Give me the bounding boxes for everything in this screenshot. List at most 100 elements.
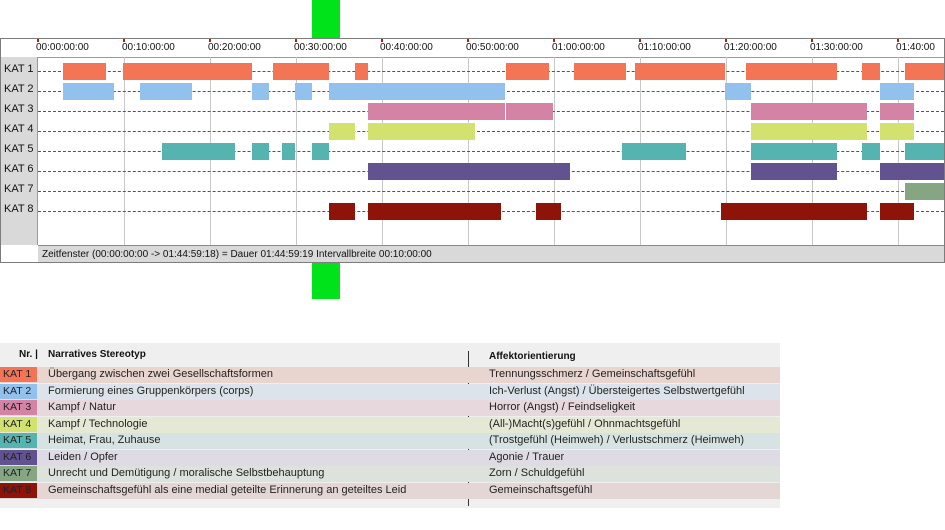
segment-kat-2[interactable] <box>724 83 751 100</box>
segment-kat-2[interactable] <box>879 83 914 100</box>
playhead-marker-bottom[interactable] <box>312 263 340 299</box>
kat-badge: KAT 3 <box>0 400 37 415</box>
row-labels: KAT 1 KAT 2 KAT 3 KAT 4 KAT 5 KAT 6 KAT 7 KAT 8 <box>1 57 38 245</box>
segment-kat-6[interactable] <box>367 163 570 180</box>
segment-kat-4[interactable] <box>750 123 867 140</box>
tick-mark <box>467 39 469 42</box>
segment-kat-7[interactable] <box>905 183 944 200</box>
legend-header-stereotype: Narratives Stereotyp <box>48 349 146 360</box>
segment-kat-3[interactable] <box>505 103 553 120</box>
segment-kat-8[interactable] <box>329 203 355 220</box>
tick-mark <box>553 39 555 42</box>
segment-kat-3[interactable] <box>750 103 867 120</box>
row-label-kat-3: KAT 3 <box>4 103 34 115</box>
legend-header-nr: Nr. | <box>19 349 38 360</box>
stereotype-text: Gemeinschaftsgefühl als eine medial gete… <box>48 483 407 496</box>
segment-kat-5[interactable] <box>161 143 235 160</box>
segment-kat-8[interactable] <box>367 203 502 220</box>
playhead-marker-top[interactable] <box>312 0 340 38</box>
segment-kat-1[interactable] <box>355 63 368 80</box>
row-label-kat-8: KAT 8 <box>4 203 34 215</box>
tick-mark <box>209 39 211 42</box>
segment-kat-2[interactable] <box>329 83 506 100</box>
legend-row: KAT 8 Gemeinschaftsgefühl als eine medial… <box>0 482 780 499</box>
segment-kat-5[interactable] <box>281 143 295 160</box>
tick-label: 01:00:00:00 <box>552 42 605 53</box>
segment-kat-5[interactable] <box>862 143 880 160</box>
legend-row: KAT 7 Unrecht und Demütigung / moralische… <box>0 466 780 482</box>
tick-label: 01:40:00 <box>896 42 935 53</box>
track-area[interactable] <box>38 57 944 245</box>
affect-text: Horror (Angst) / Feindseligkeit <box>489 401 636 413</box>
tick-mark <box>381 39 383 42</box>
segment-kat-6[interactable] <box>750 163 837 180</box>
row-label-kat-5: KAT 5 <box>4 143 34 155</box>
kat-badge: KAT 6 <box>0 449 37 465</box>
affect-text: (All-)Macht(s)gefühl / Ohnmachtsgefühl <box>489 417 681 430</box>
affect-text: Agonie / Trauer <box>489 450 565 463</box>
row-label-kat-7: KAT 7 <box>4 183 34 195</box>
row-label-kat-4: KAT 4 <box>4 123 34 135</box>
segment-kat-1[interactable] <box>634 63 725 80</box>
segment-kat-5[interactable] <box>312 143 330 160</box>
segment-kat-1[interactable] <box>505 63 549 80</box>
segment-kat-4[interactable] <box>367 123 476 140</box>
segment-kat-1[interactable] <box>122 63 252 80</box>
tick-mark <box>725 39 727 42</box>
segment-kat-2[interactable] <box>140 83 192 100</box>
tick-mark <box>37 39 39 42</box>
segment-kat-6[interactable] <box>879 163 944 180</box>
tick-mark <box>811 39 813 42</box>
segment-kat-2[interactable] <box>294 83 312 100</box>
segment-kat-4[interactable] <box>329 123 355 140</box>
tick-mark <box>639 39 641 42</box>
segment-kat-4[interactable] <box>879 123 914 140</box>
affect-text: Trennungsschmerz / Gemeinschaftsgefühl <box>489 368 696 380</box>
stereotype-text: Übergang zwischen zwei Gesellschaftsform… <box>48 368 273 380</box>
tick-label: 00:50:00:00 <box>466 42 519 53</box>
segment-kat-8[interactable] <box>879 203 914 220</box>
segment-kat-1[interactable] <box>62 63 106 80</box>
kat-badge: KAT 4 <box>0 416 37 432</box>
segment-kat-8[interactable] <box>720 203 867 220</box>
stereotype-text: Kampf / Natur <box>48 401 116 413</box>
segment-kat-5[interactable] <box>750 143 837 160</box>
tick-mark <box>897 39 899 42</box>
segment-kat-3[interactable] <box>367 103 506 120</box>
row-label-kat-1: KAT 1 <box>4 63 34 75</box>
tick-label: 00:10:00:00 <box>122 42 175 53</box>
row-label-kat-6: KAT 6 <box>4 163 34 175</box>
tick-label: 00:20:00:00 <box>208 42 261 53</box>
row-label-kat-2: KAT 2 <box>4 83 34 95</box>
kat-badge: KAT 1 <box>0 367 37 382</box>
segment-kat-1[interactable] <box>273 63 330 80</box>
segment-kat-5[interactable] <box>905 143 944 160</box>
segment-kat-3[interactable] <box>879 103 914 120</box>
stereotype-text: Formierung eines Gruppenkörpers (corps) <box>48 384 254 397</box>
legend-header-affect: Affektorientierung <box>489 351 576 362</box>
segment-kat-2[interactable] <box>251 83 269 100</box>
segment-kat-1[interactable] <box>862 63 880 80</box>
segment-kat-1[interactable] <box>746 63 837 80</box>
segment-kat-5[interactable] <box>621 143 687 160</box>
tick-label: 01:20:00:00 <box>724 42 777 53</box>
tick-mark <box>123 39 125 42</box>
stereotype-text: Unrecht und Demütigung / moralische Selb… <box>48 467 325 479</box>
tick-label: 00:30:00:00 <box>294 42 347 53</box>
segment-kat-1[interactable] <box>574 63 626 80</box>
legend-row: KAT 1 Übergang zwischen zwei Gesellschaft… <box>0 367 780 383</box>
kat-badge: KAT 7 <box>0 466 37 481</box>
segment-kat-1[interactable] <box>905 63 944 80</box>
segment-kat-8[interactable] <box>535 203 562 220</box>
stereotype-text: Heimat, Frau, Zuhause <box>48 434 161 446</box>
kat-badge: KAT 8 <box>0 482 37 498</box>
segment-kat-5[interactable] <box>251 143 269 160</box>
affect-text: Ich-Verlust (Angst) / Übersteigertes Sel… <box>489 384 745 397</box>
kat-badge: KAT 2 <box>0 383 37 399</box>
segment-kat-2[interactable] <box>62 83 115 100</box>
